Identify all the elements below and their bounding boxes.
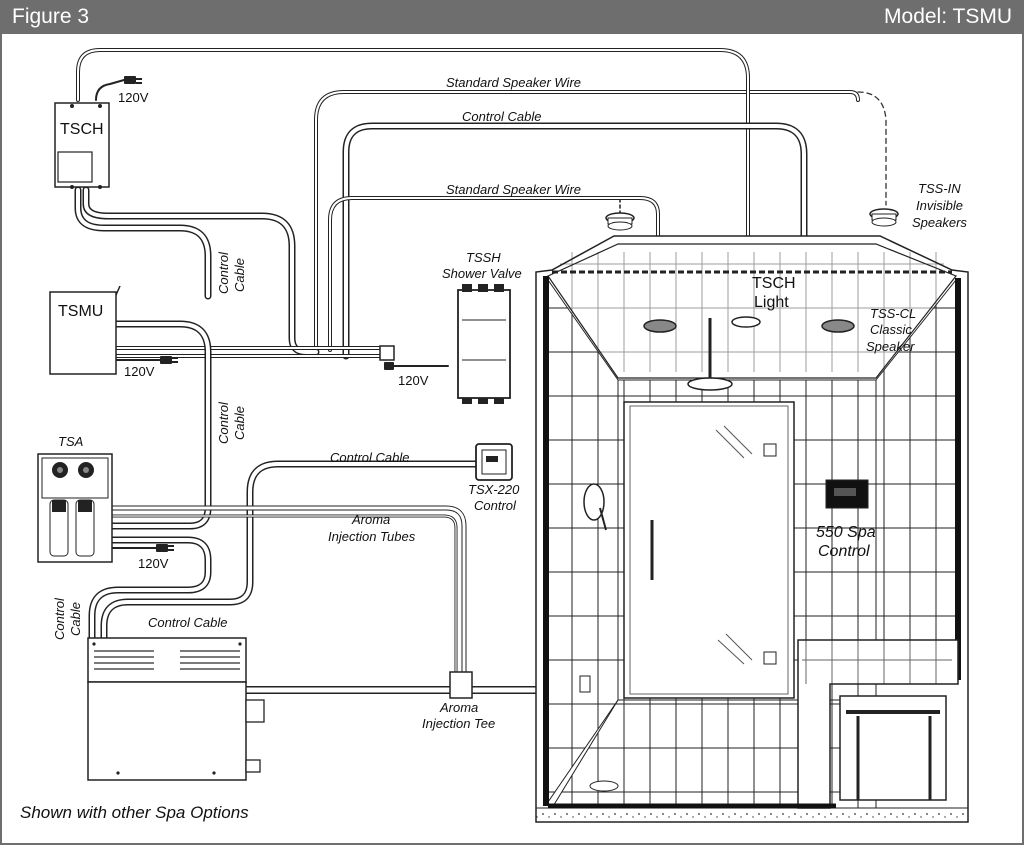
label-120v-tssh: 120V [398, 373, 429, 388]
label-tsx-1: TSX-220 [468, 482, 520, 497]
power-cord-tsch [95, 79, 125, 101]
label-tsscl-3: Speaker [866, 339, 915, 354]
label-tssin-2: Invisible [916, 198, 963, 213]
steam-generator [87, 637, 265, 781]
label-aroma-tee-2: Injection Tee [422, 716, 495, 731]
plugs [124, 76, 394, 552]
model-label: Model: TSMU [884, 5, 1012, 28]
control-cable-tsa-gen [88, 536, 212, 644]
label-tsscl-1: TSS-CL [870, 306, 916, 321]
label-tsch-light-1: TSCH [752, 275, 796, 292]
label-aroma-tee-1: Aroma [439, 700, 478, 715]
label-control-cable-v1a: Control [216, 251, 231, 294]
label-control-cable-mid: Control Cable [330, 450, 410, 465]
tsx-220-control [475, 443, 513, 481]
labels: 120V 120V 120V 120V Standard Speaker Wir… [20, 75, 967, 822]
label-aroma-tubes-1: Aroma [351, 512, 390, 527]
label-tsscl-2: Classic [870, 322, 912, 337]
tsmu-label: TSMU [58, 303, 103, 320]
speaker-wire-mid [328, 196, 660, 352]
wiring-diagram: TSCH TSMU TSA [20, 48, 969, 823]
control-cable-tsx [100, 460, 482, 644]
label-120v-tsa: 120V [138, 556, 169, 571]
label-control-cable-v2b: Cable [232, 406, 247, 440]
aroma-tee [449, 671, 473, 699]
label-control-cable-v1b: Cable [232, 258, 247, 292]
label-spa-control-1: 550 Spa [816, 524, 876, 541]
label-aroma-tubes-2: Injection Tubes [328, 529, 416, 544]
figure-number: Figure 3 [12, 5, 90, 28]
cable-tsmu-tssh [114, 346, 382, 358]
tsmu-unit: TSMU [49, 285, 121, 375]
label-control-cable-gen: Control Cable [148, 615, 228, 630]
label-tssin-3: Speakers [912, 215, 967, 230]
label-speaker-wire-top: Standard Speaker Wire [446, 75, 581, 90]
label-tssh-2: Shower Valve [442, 266, 522, 281]
label-control-cable-v2a: Control [216, 401, 231, 444]
speaker-wire-top [314, 90, 887, 350]
tssh-valve [379, 284, 511, 404]
tsch-unit: TSCH [54, 102, 110, 189]
figure-header: Figure 3 Model: TSMU [0, 0, 1024, 34]
tss-in-speakers [605, 208, 899, 231]
label-control-cable-top: Control Cable [462, 109, 542, 124]
label-tsx-2: Control [474, 498, 517, 513]
label-spa-control-2: Control [818, 543, 870, 560]
control-cable-tsmu-tsa [108, 320, 212, 530]
tsa-unit: TSA [37, 434, 113, 563]
tsa-label: TSA [58, 434, 83, 449]
label-speaker-wire-mid: Standard Speaker Wire [446, 182, 581, 197]
label-control-cable-v3a: Control [52, 597, 67, 640]
label-tssh-1: TSSH [466, 250, 501, 265]
footer-caption: Shown with other Spa Options [20, 803, 249, 822]
label-control-cable-v3b: Cable [68, 602, 83, 636]
shower-enclosure [535, 235, 969, 823]
aroma-tubes [109, 505, 467, 679]
label-tssin-1: TSS-IN [918, 181, 961, 196]
label-120v-tsmu: 120V [124, 364, 155, 379]
label-tsch-light-2: Light [754, 294, 789, 311]
tsch-label: TSCH [60, 121, 104, 138]
label-120v-tsch: 120V [118, 90, 149, 105]
cables [74, 48, 887, 694]
cable-tsch-loop [76, 48, 750, 302]
